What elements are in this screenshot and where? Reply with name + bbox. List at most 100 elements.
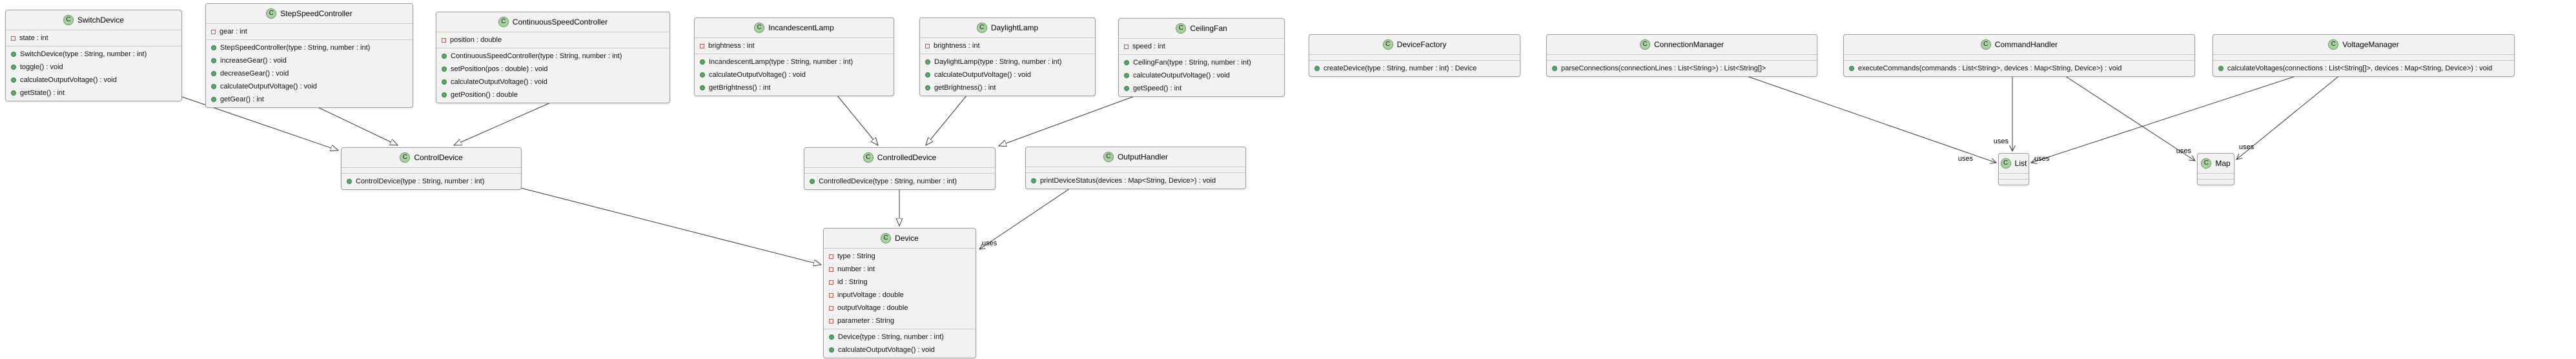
field-row[interactable]: state : int (6, 32, 181, 45)
edge-daylightlamp-extends-controlleddevice[interactable] (926, 94, 968, 145)
method-row[interactable]: DaylightLamp(type : String, number : int… (920, 56, 1095, 68)
method-row[interactable]: calculateOutputVoltage() : void (824, 344, 976, 356)
method-row[interactable]: IncandescentLamp(type : String, number :… (695, 56, 894, 68)
method-row[interactable]: CeilingFan(type : String, number : int) (1119, 56, 1284, 69)
class-icon: C (881, 233, 892, 243)
method-row[interactable]: setPosition(pos : double) : void (436, 63, 670, 76)
method-row[interactable]: Device(type : String, number : int) (824, 331, 976, 344)
method-row[interactable]: ContinuousSpeedController(type : String,… (436, 50, 670, 63)
class-name: SwitchDevice (77, 15, 125, 25)
class-icon: C (498, 17, 509, 27)
method-row[interactable]: getGear() : int (206, 93, 413, 106)
method-row[interactable]: getSpeed() : int (1119, 82, 1284, 95)
method-row[interactable]: ControlDevice(type : String, number : in… (342, 175, 521, 188)
method-visibility-icon (700, 59, 705, 65)
field-row[interactable]: brightness : int (920, 39, 1095, 52)
edge-continuousspeedcontroller-extends-controldevice[interactable] (454, 101, 553, 145)
method-row[interactable]: ControlledDevice(type : String, number :… (804, 175, 995, 188)
method-row[interactable]: calculateOutputVoltage() : void (436, 76, 670, 88)
method-visibility-icon (925, 85, 930, 90)
edge-commandhandler-uses-map[interactable] (2063, 74, 2195, 161)
field-row[interactable]: position : double (436, 34, 670, 46)
method-row[interactable]: printDeviceStatus(devices : Map<String, … (1026, 174, 1245, 187)
method-row[interactable]: parseConnections(connectionLines : List<… (1547, 62, 1817, 75)
method-row[interactable]: getState() : int (6, 87, 181, 99)
method-row[interactable]: StepSpeedController(type : String, numbe… (206, 41, 413, 54)
class-icon: C (1103, 152, 1114, 162)
class-icon: C (400, 152, 411, 163)
field-row[interactable]: id : String (824, 276, 976, 289)
methods-section: printDeviceStatus(devices : Map<String, … (1026, 172, 1245, 189)
edge-voltagemanager-uses-map[interactable] (2236, 74, 2341, 159)
fields-section: gear : int (206, 23, 413, 39)
class-icon: C (863, 152, 874, 163)
field-row[interactable]: speed : int (1119, 40, 1284, 53)
method-row[interactable]: getBrightness() : int (920, 81, 1095, 94)
method-visibility-icon (925, 72, 930, 77)
class-name: ControlDevice (414, 153, 463, 162)
method-label: increaseGear() : void (220, 57, 287, 65)
field-label: gear : int (220, 28, 247, 36)
edge-controldevice-extends-device[interactable] (520, 187, 821, 265)
method-row[interactable]: calculateOutputVoltage() : void (920, 68, 1095, 81)
edge-connectionmanager-uses-list[interactable] (1743, 74, 1996, 163)
edge-stepspeedcontroller-extends-controldevice[interactable] (316, 106, 398, 145)
method-row[interactable]: SwitchDevice(type : String, number : int… (6, 48, 181, 61)
method-visibility-icon (1552, 66, 1557, 71)
edge-incandescentlamp-extends-controlleddevice[interactable] (836, 94, 878, 145)
field-row[interactable]: parameter : String (824, 314, 976, 327)
method-row[interactable]: calculateVoltages(connections : List<Str… (2213, 62, 2514, 75)
field-row[interactable]: gear : int (206, 25, 413, 38)
edge-voltagemanager-uses-list[interactable] (2031, 74, 2300, 163)
method-row[interactable]: calculateOutputVoltage() : void (695, 68, 894, 81)
field-row[interactable]: number : int (824, 263, 976, 276)
method-label: getBrightness() : int (709, 84, 771, 92)
method-row[interactable]: calculateOutputVoltage() : void (6, 74, 181, 87)
method-visibility-icon (11, 77, 16, 83)
class-name: ContinuousSpeedController (512, 17, 608, 26)
method-row[interactable]: toggle() : void (6, 61, 181, 74)
method-visibility-icon (211, 97, 216, 102)
field-row[interactable]: brightness : int (695, 39, 894, 52)
method-row[interactable]: getBrightness() : int (695, 81, 894, 94)
field-row[interactable]: inputVoltage : double (824, 289, 976, 302)
field-row[interactable]: outputVoltage : double (824, 302, 976, 314)
edge-outputhandler-uses-device[interactable] (979, 187, 1072, 249)
method-label: getSpeed() : int (1133, 85, 1182, 92)
method-row[interactable]: calculateOutputVoltage() : void (1119, 69, 1284, 82)
method-row[interactable]: getPosition() : double (436, 88, 670, 101)
edge-label-uses: uses (2176, 147, 2192, 155)
method-row[interactable]: calculateOutputVoltage() : void (206, 80, 413, 93)
method-row[interactable]: createDevice(type : String, number : int… (1309, 62, 1520, 75)
method-label: calculateOutputVoltage() : void (838, 346, 935, 354)
method-row[interactable]: increaseGear() : void (206, 54, 413, 67)
methods-section: IncandescentLamp(type : String, number :… (695, 54, 894, 96)
field-row[interactable]: type : String (824, 250, 976, 263)
method-visibility-icon (211, 84, 216, 89)
method-visibility-icon (211, 71, 216, 76)
edge-ceilingfan-extends-controlleddevice[interactable] (999, 95, 1137, 146)
method-row[interactable]: decreaseGear() : void (206, 67, 413, 80)
method-row[interactable]: executeCommands(commands : List<String>,… (1844, 62, 2194, 75)
methods-section: calculateVoltages(connections : List<Str… (2213, 60, 2514, 76)
